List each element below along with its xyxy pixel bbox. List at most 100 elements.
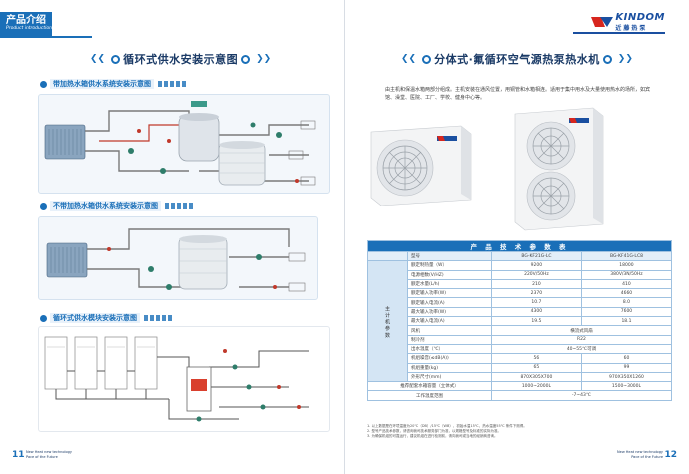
spec-row-value: 220V/50Hz — [490, 269, 582, 280]
spec-table: 产 品 技 术 参 数 表 型号 BG-KF21G-LC BG-KF41G-LC… — [367, 240, 673, 401]
brand-logo-icon — [591, 17, 614, 27]
spec-row-label: 机组噪音(≤dB(A)) — [407, 353, 492, 364]
water-tank — [218, 141, 266, 186]
diagram-1 — [38, 94, 330, 194]
product-intro: 由主机和保温水箱两部分组成。主机安装在通风位置，用铜管和水箱相连。适用于集中用水… — [385, 87, 651, 101]
spec-row: 工作温度范围-7~43℃ — [367, 390, 673, 401]
heat-pump-unit — [44, 124, 86, 160]
spec-row-label: 额定水量(L/h) — [407, 278, 492, 290]
spec-row-value: 1500~3000L — [580, 381, 673, 392]
circle-bullet-icon — [40, 314, 47, 322]
right-page: KINDOM 近藤热泵 ❮❮ 分体式·氟循环空气源热泵热水机 ❯❯ 由主机和保温… — [345, 0, 689, 474]
footer-line-1: New Heat new technology — [617, 450, 663, 454]
left-section-title: ❮❮ 循环式供水安装示意图 ❯❯ — [90, 50, 271, 68]
category-tab-en: Product introduction — [6, 26, 52, 31]
spec-notes: 1. 以上数据是在环境温度为20℃（DB）/15℃（WB），初始水温15℃、热水… — [367, 424, 667, 439]
spec-row-value: 210 — [490, 278, 582, 290]
double-chevron-icon: ❯❯ — [256, 54, 272, 64]
spec-row-label: 制冷剂 — [407, 334, 492, 345]
double-chevron-icon: ❮❮ — [90, 54, 106, 64]
spec-row-label: 额定输入电流(A) — [407, 297, 492, 308]
spec-row-label: 电源相数(V/HZ) — [407, 269, 492, 280]
diagram-1-title-text: 带加热水箱供水系统安装示意图 — [50, 79, 154, 89]
right-section-title: ❮❮ 分体式·氟循环空气源热泵热水机 ❯❯ — [401, 50, 633, 68]
circle-bullet-icon — [422, 54, 432, 64]
diagram-1-title: 带加热水箱供水系统安装示意图 — [40, 79, 188, 89]
double-chevron-icon: ❯❯ — [617, 54, 633, 64]
footer-line-1: New Heat new technology — [26, 450, 72, 454]
heat-pump-modules — [44, 336, 158, 390]
diagram-1-drawing — [44, 101, 316, 186]
spec-row-value: 4300 — [490, 306, 582, 318]
category-tab-cn: 产品介绍 — [6, 15, 46, 26]
heating-tank — [178, 101, 220, 162]
spec-row-value: 65 — [490, 362, 582, 373]
diagram-2 — [38, 216, 318, 300]
decor-blocks — [158, 81, 188, 87]
page-number-left: 11 — [12, 450, 25, 460]
spec-model-row: 型号 BG-KF21G-LC BG-KF41G-LC8 — [367, 250, 673, 262]
circle-bullet-icon — [241, 54, 251, 64]
decor-blocks — [144, 315, 174, 321]
spec-model-2: BG-KF41G-LC8 — [580, 250, 673, 262]
spec-row: 出水温度（℃）40~55℃可调 — [368, 343, 673, 355]
brand-logo-en: KINDOM — [615, 12, 665, 23]
brand-logo: KINDOM 近藤热泵 — [591, 12, 665, 32]
spec-row-value: 10.7 — [490, 297, 582, 308]
page-number-right: 12 — [664, 450, 677, 460]
circle-bullet-icon — [602, 54, 612, 64]
spec-row-label: 额定制热量（W） — [407, 260, 492, 271]
left-page: 产品介绍 Product introduction ❮❮ 循环式供水安装示意图 … — [0, 0, 344, 474]
left-section-title-text: 循环式供水安装示意图 — [123, 53, 239, 66]
spec-row-label: 推荐配套水箱容量（立体式） — [367, 381, 492, 392]
logo-underline — [573, 32, 665, 34]
spec-row-value: 1000~2000L — [490, 381, 582, 392]
footer-line-2: Pace of the Future — [631, 454, 663, 459]
spec-row: 风机横流式风扇 — [368, 325, 673, 336]
brand-logo-cn: 近藤热泵 — [615, 25, 648, 32]
spec-row-label: 外形尺寸(mm) — [407, 371, 492, 383]
spec-model-label: 型号 — [407, 250, 492, 262]
spec-row-value: 4660 — [580, 288, 673, 299]
spec-row-value: 99 — [580, 362, 673, 373]
spec-row-value: 2370 — [490, 288, 582, 299]
spec-row-value: 18.1 — [580, 316, 673, 327]
spec-table-title: 产 品 技 术 参 数 表 — [367, 240, 672, 252]
circle-bullet-icon — [40, 80, 47, 88]
heat-pump-unit — [46, 242, 88, 278]
spec-row-value: R22 — [490, 334, 673, 345]
spec-row-value: 60 — [580, 353, 673, 364]
page-spine — [344, 0, 345, 474]
spec-model-1: BG-KF21G-LC — [490, 250, 582, 262]
category-tab-line — [52, 36, 92, 38]
page-footer-right: New Heat new technology Pace of the Futu… — [617, 450, 663, 459]
spec-row-value: 19.5 — [490, 316, 582, 327]
spec-row-label: 工作温度范围 — [367, 390, 492, 401]
spec-note: 1. 以上数据是在环境温度为20℃（DB）/15℃（WB），初始水温15℃、热水… — [367, 424, 527, 428]
spec-row-label: 额定输入功率(W) — [407, 288, 492, 299]
spec-note: 3. 为确保机组的可靠运行，建议机组在进行检测前，请向我司或当地的经销商咨询。 — [367, 434, 498, 438]
spec-row-label: 最大输入功率(W) — [407, 306, 492, 318]
spec-row-value: 410 — [580, 278, 673, 290]
category-tab: 产品介绍 Product introduction — [0, 12, 52, 38]
spec-group-label: 主 计 机 参 数 — [367, 260, 408, 383]
diagram-3 — [38, 326, 330, 432]
spec-row-value: 横流式风扇 — [490, 325, 673, 336]
decor-blocks — [165, 203, 195, 209]
product-unit-large — [514, 107, 604, 231]
spec-row-value: 8.0 — [580, 297, 673, 308]
spec-row-label: 最大输入电流(A) — [407, 316, 492, 327]
spec-row-value: 9200 — [490, 260, 582, 271]
page-footer-left: New Heat new technology Pace of the Futu… — [26, 450, 72, 459]
double-chevron-icon: ❮❮ — [401, 54, 417, 64]
